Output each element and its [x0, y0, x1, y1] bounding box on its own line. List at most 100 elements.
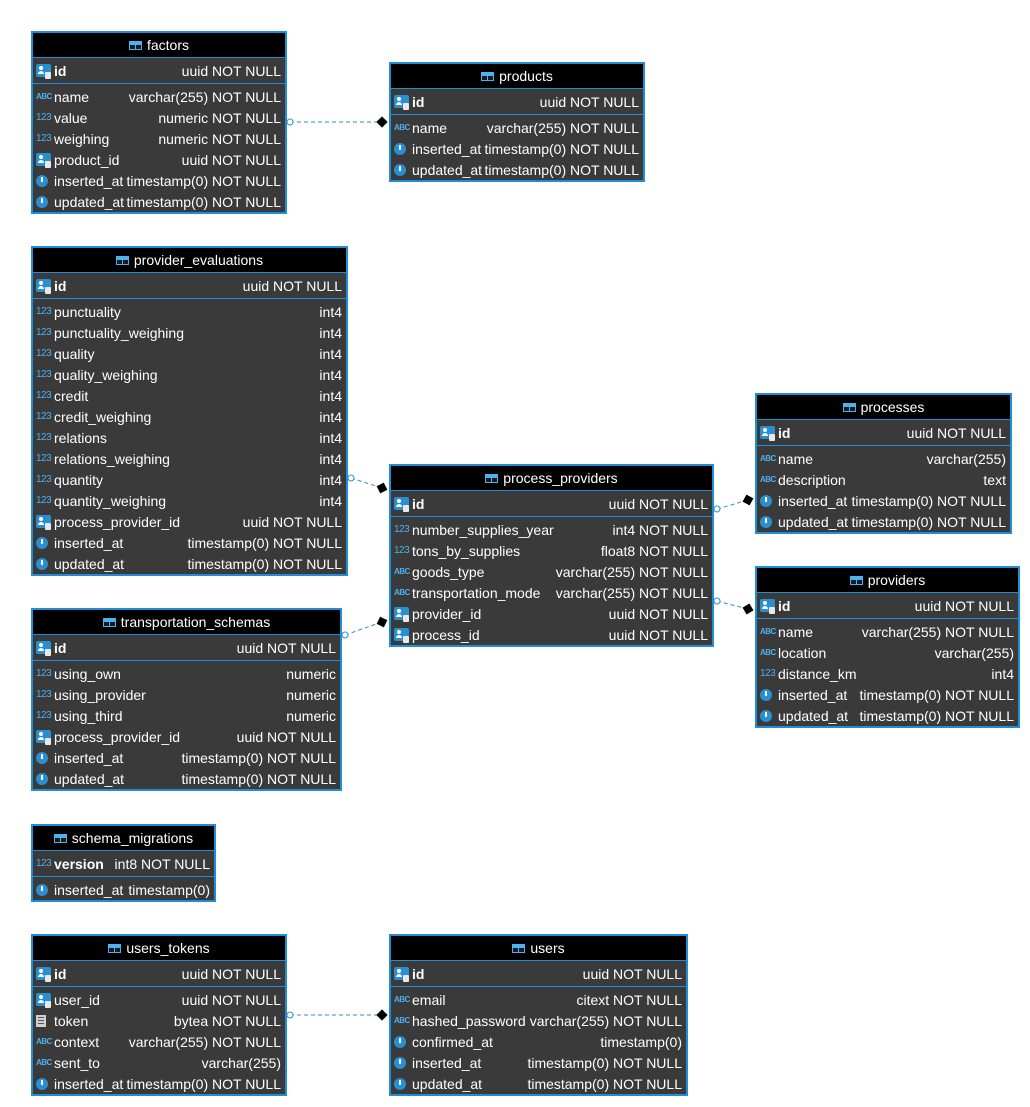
table-header[interactable]: products	[391, 64, 643, 89]
relation-users_tokens-users[interactable]	[286, 1009, 388, 1021]
table-header[interactable]: processes	[757, 395, 1010, 420]
column-name: inserted_at	[412, 1054, 482, 1071]
relation-transportation_schemas-process_providers[interactable]	[341, 616, 388, 639]
table-header[interactable]: process_providers	[391, 466, 712, 491]
relation-factors-products[interactable]	[286, 116, 388, 128]
pk-key-icon	[36, 967, 51, 982]
relation-provider_evaluations-process_providers[interactable]	[347, 474, 388, 494]
relation-process_providers-processes[interactable]	[713, 494, 754, 513]
table-header[interactable]: provider_evaluations	[33, 248, 346, 273]
column-type: uuid NOT NULL	[181, 62, 281, 79]
num-icon: 123	[36, 348, 52, 359]
table-header[interactable]: users	[391, 936, 686, 961]
table-header[interactable]: users_tokens	[33, 936, 285, 961]
column-type: int4 NOT NULL	[612, 521, 708, 538]
table-header[interactable]: providers	[757, 568, 1018, 593]
table-header[interactable]: factors	[33, 33, 285, 58]
table-header[interactable]: schema_migrations	[33, 826, 214, 851]
column-type: float8 NOT NULL	[600, 542, 708, 559]
abc-icon: ABC	[760, 475, 776, 484]
column-name: process_provider_id	[54, 513, 181, 530]
relation-process_providers-providers[interactable]	[713, 597, 754, 615]
column-type: int4	[319, 408, 342, 425]
relation-origin-dot	[347, 474, 355, 482]
table-header[interactable]: transportation_schemas	[33, 610, 340, 635]
